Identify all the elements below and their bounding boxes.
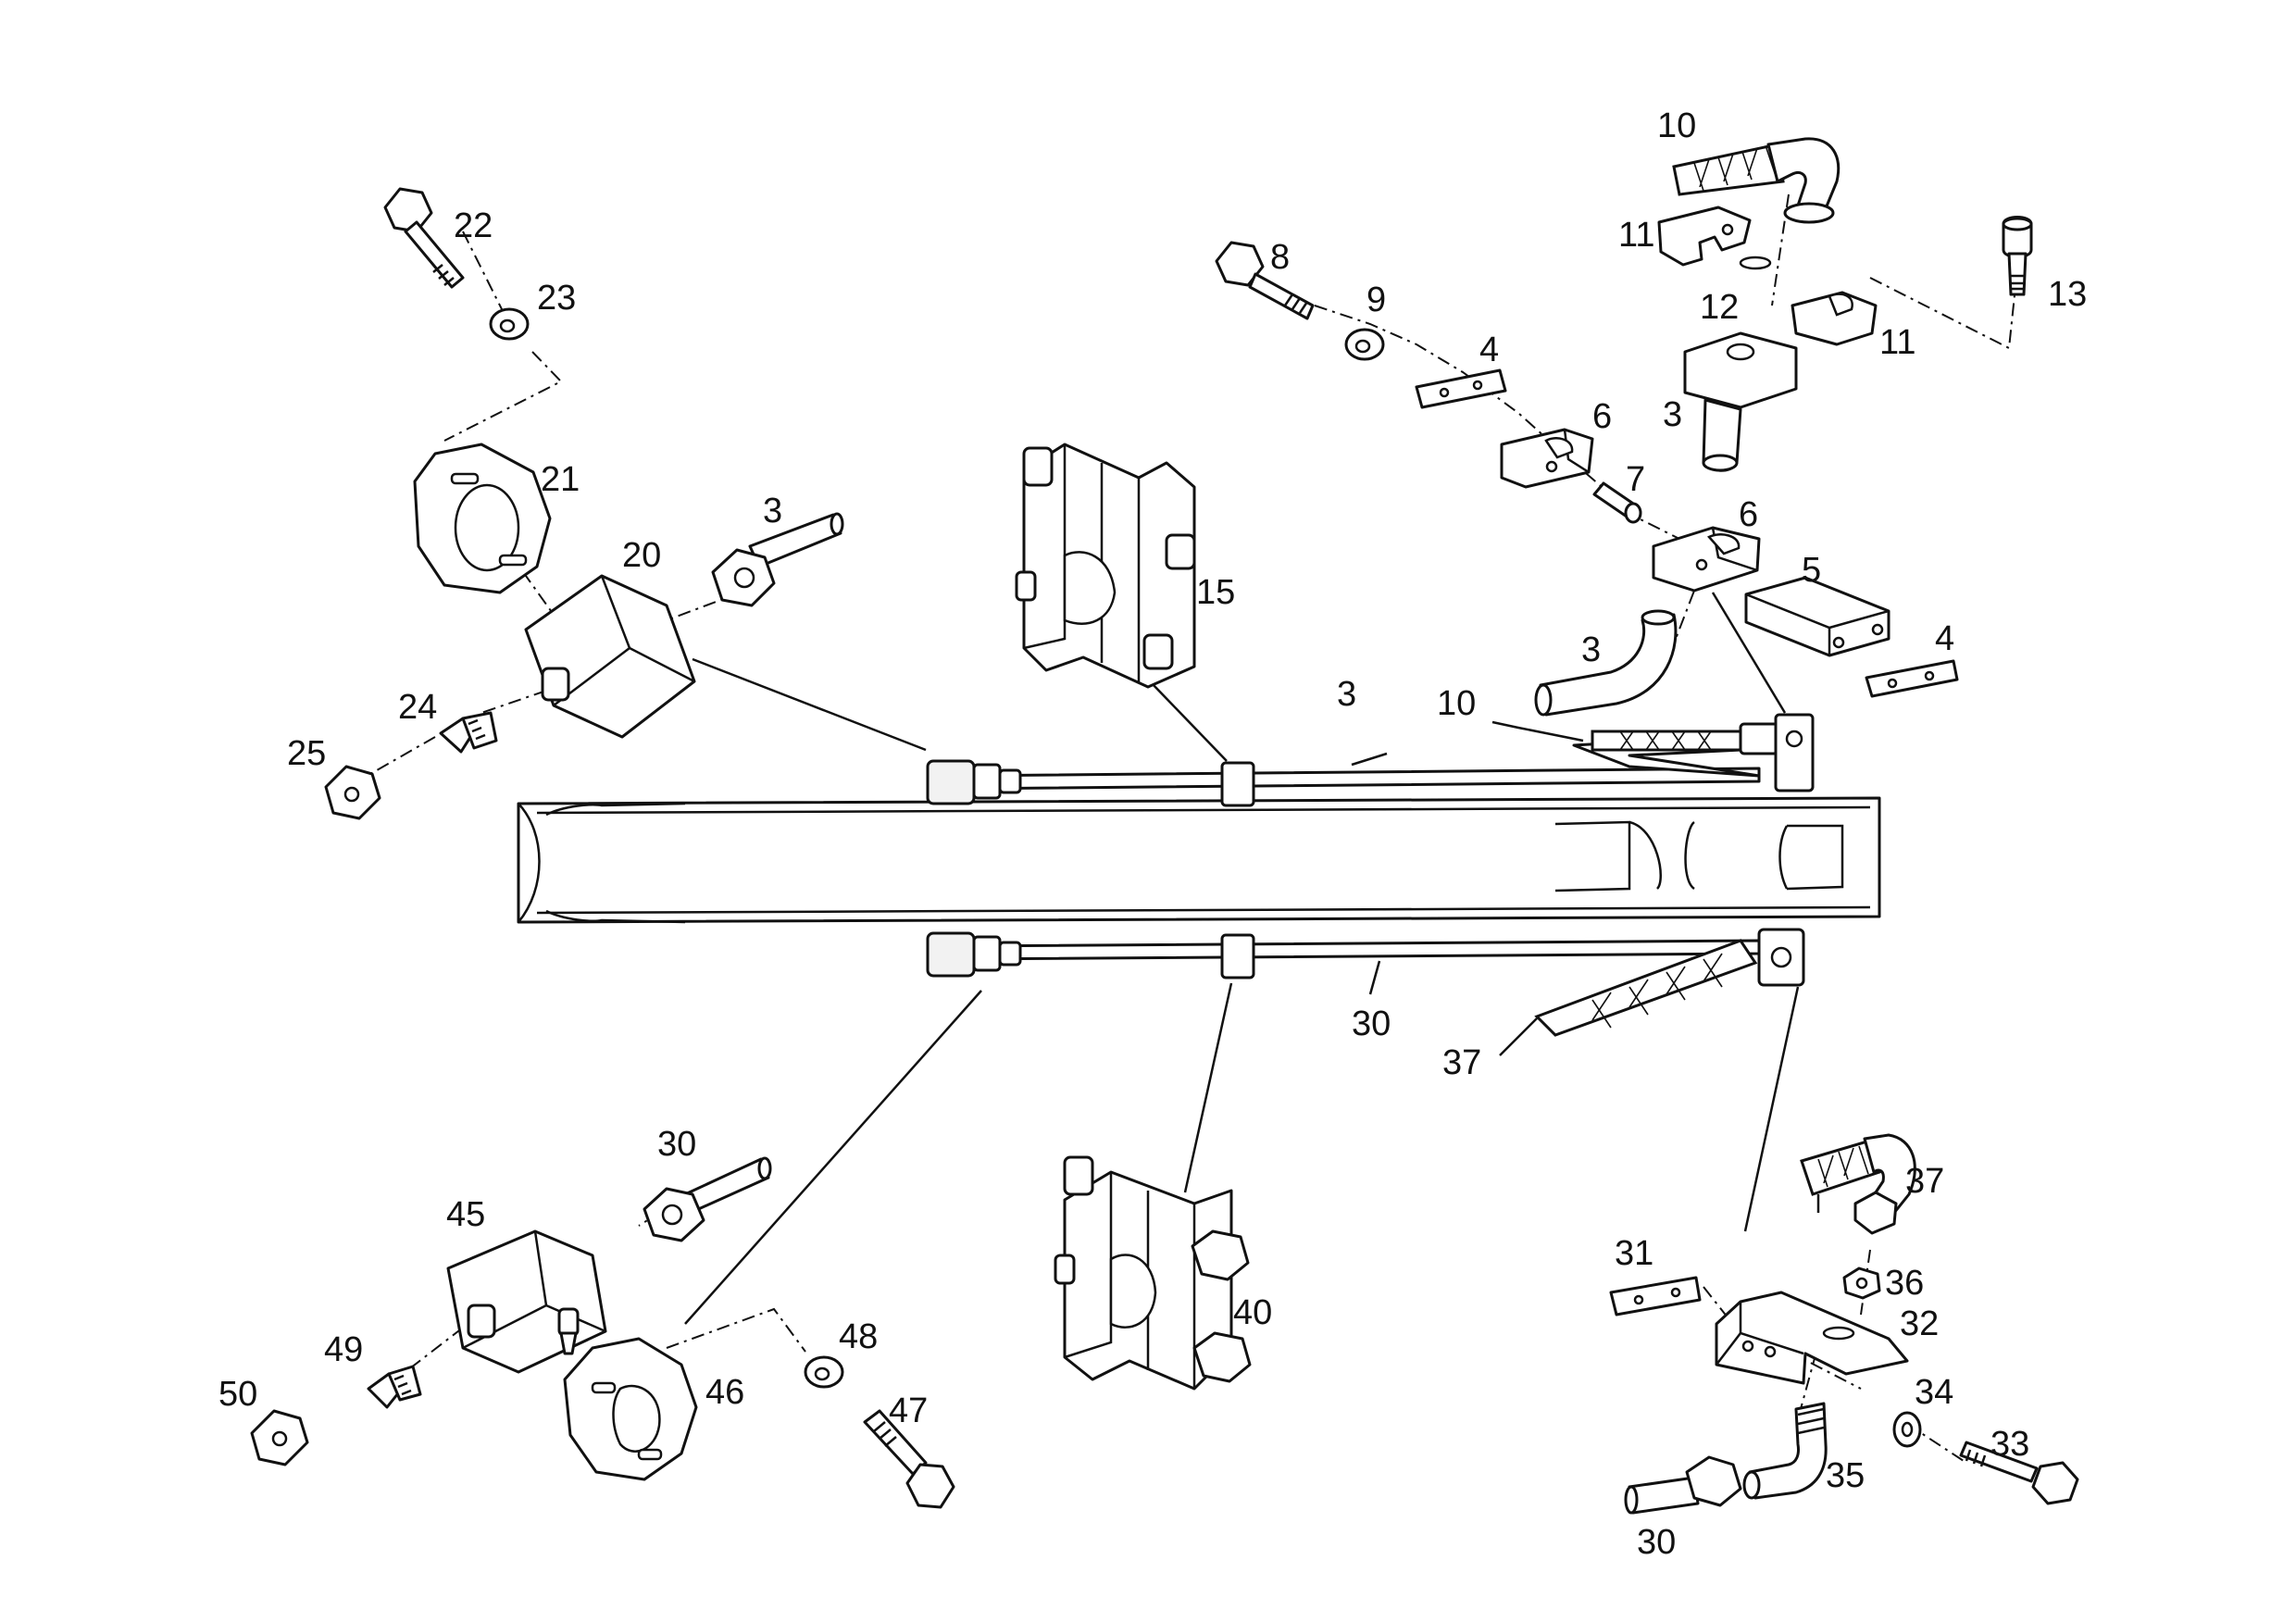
label-35: 35 <box>1826 1456 1865 1495</box>
block-20 <box>524 574 696 739</box>
nut-25 <box>324 765 381 820</box>
label-3-left: 3 <box>763 492 782 530</box>
block-45 <box>446 1229 607 1374</box>
washer-9 <box>1344 328 1385 361</box>
bolt-33 <box>1959 1441 2079 1505</box>
label-11-right: 11 <box>1879 323 1915 362</box>
label-20: 20 <box>622 536 661 575</box>
oring-12 <box>1739 256 1772 270</box>
nut-36 <box>1842 1266 1881 1300</box>
label-40: 40 <box>1233 1293 1272 1332</box>
plate-5 <box>1744 576 1890 657</box>
label-33: 33 <box>1990 1425 2029 1464</box>
label-10-top: 10 <box>1657 106 1696 145</box>
clamp-half-6-lower <box>1652 526 1761 593</box>
elbow-fitting-35 <box>1742 1402 1828 1500</box>
flange-21 <box>413 443 552 594</box>
label-46: 46 <box>705 1373 744 1412</box>
label-6-lower: 6 <box>1739 495 1758 534</box>
nut-50 <box>250 1409 309 1466</box>
label-6-upper: 6 <box>1592 397 1612 436</box>
spacer-7 <box>1592 481 1642 524</box>
fitting-24 <box>439 711 498 754</box>
label-4-upper: 4 <box>1479 331 1499 369</box>
washer-34 <box>1892 1411 1922 1448</box>
label-5: 5 <box>1802 551 1821 590</box>
upper-tube-assembly <box>926 713 1815 807</box>
lower-tube-assembly <box>926 928 1805 1037</box>
elbow-pipe-3 <box>1534 609 1678 717</box>
label-50: 50 <box>218 1375 257 1414</box>
label-37-hose: 37 <box>1442 1043 1481 1082</box>
clamp-15 <box>1015 443 1196 689</box>
clamp-half-6-upper <box>1500 428 1594 489</box>
label-11-left: 11 <box>1618 216 1654 255</box>
bracket-32 <box>1715 1291 1909 1385</box>
label-3-elbow: 3 <box>1581 630 1601 669</box>
pipe-nut-3-left <box>711 512 844 607</box>
hose-10-top <box>1672 137 1841 224</box>
part-number-labels: 10 11 12 13 8 9 4 11 3 6 7 6 5 4 3 22 23… <box>218 106 2087 1562</box>
label-4-lower: 4 <box>1935 619 1954 658</box>
label-24: 24 <box>398 688 437 727</box>
label-37-elbow: 37 <box>1905 1162 1944 1201</box>
washer-23 <box>489 307 530 341</box>
main-beam <box>517 796 1881 924</box>
washer-48 <box>804 1355 844 1389</box>
pipe-nut-30-left <box>643 1156 772 1242</box>
label-47: 47 <box>889 1391 928 1430</box>
bolt-8 <box>1215 241 1315 320</box>
label-7: 7 <box>1626 460 1645 499</box>
label-36: 36 <box>1885 1264 1924 1303</box>
label-30-right: 30 <box>1637 1523 1676 1562</box>
label-21: 21 <box>541 460 580 499</box>
hose-37-elbow <box>1800 1133 1916 1235</box>
pipe-nut-30-right <box>1624 1455 1742 1515</box>
label-30-left: 30 <box>657 1125 696 1164</box>
label-3-right-block: 3 <box>1663 395 1682 434</box>
label-3-tube: 3 <box>1337 675 1356 714</box>
label-22: 22 <box>454 206 493 245</box>
pipe-block-3-right <box>1683 331 1798 472</box>
label-9: 9 <box>1366 281 1386 319</box>
leader-lines <box>684 592 1820 1325</box>
label-25: 25 <box>287 734 326 773</box>
fitting-49 <box>367 1365 422 1409</box>
label-48: 48 <box>839 1317 878 1356</box>
label-13: 13 <box>2048 275 2087 314</box>
flange-46 <box>563 1337 698 1481</box>
label-31: 31 <box>1615 1234 1653 1273</box>
label-32: 32 <box>1900 1304 1939 1343</box>
label-10-tube: 10 <box>1437 684 1476 723</box>
label-30-tube: 30 <box>1352 1004 1391 1043</box>
screw-13 <box>2002 216 2033 296</box>
strip-31 <box>1609 1276 1702 1316</box>
label-45: 45 <box>446 1195 485 1234</box>
label-15: 15 <box>1196 573 1235 612</box>
label-8: 8 <box>1270 238 1290 277</box>
half-ring-11-right <box>1791 291 1878 346</box>
label-49: 49 <box>324 1330 363 1369</box>
strip-4-upper <box>1415 368 1507 409</box>
strip-4-lower <box>1865 659 1959 698</box>
half-ring-11-left <box>1657 206 1752 267</box>
bolt-47 <box>863 1409 955 1509</box>
bolt-22 <box>383 187 465 289</box>
clamp-40 <box>1054 1155 1252 1391</box>
label-34: 34 <box>1915 1373 1953 1412</box>
label-23: 23 <box>537 279 576 318</box>
label-12: 12 <box>1700 288 1739 327</box>
